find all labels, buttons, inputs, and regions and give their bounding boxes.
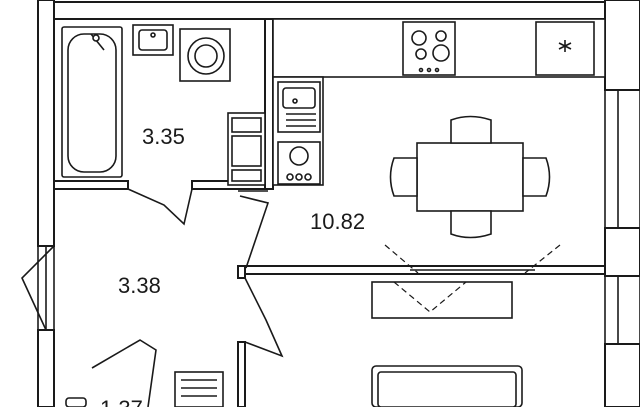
hall-wall-lower <box>237 341 246 407</box>
hallway-area-label: 3.38 <box>118 273 161 298</box>
hall-door <box>244 277 284 358</box>
window-left <box>37 246 55 330</box>
bathroom-cabinet <box>227 112 266 186</box>
bathroom-wall-bottom-left <box>53 180 129 190</box>
kitchen-area-label: 10.82 <box>310 209 365 234</box>
chair-bottom <box>450 210 492 239</box>
stove <box>402 21 456 76</box>
tv-unit <box>384 244 561 274</box>
hall-wardrobe <box>371 281 513 319</box>
kitchen-door <box>238 190 270 269</box>
washing-machine <box>179 28 231 82</box>
left-wall-upper <box>37 0 55 247</box>
right-wall-upper <box>604 0 640 91</box>
right-wall-lower <box>604 343 640 407</box>
storage-fixture <box>65 397 87 407</box>
right-wall-middle <box>604 227 640 277</box>
storage-shelves <box>174 371 224 407</box>
chair-left <box>389 157 418 197</box>
windows <box>37 90 640 344</box>
chairs <box>389 115 551 239</box>
left-wall-lower <box>37 329 55 407</box>
storage-area-label: 1.37 <box>100 396 143 407</box>
sink <box>132 24 174 56</box>
kitchen-door-jamb <box>237 265 246 279</box>
bathtub <box>61 26 123 178</box>
dining-table <box>416 142 524 212</box>
bed-or-cabinet <box>371 365 523 407</box>
kitchen-sink <box>277 81 321 133</box>
doors <box>21 188 284 407</box>
bathroom-area-label: 3.35 <box>142 124 185 149</box>
top-wall <box>39 1 609 20</box>
bathroom-door <box>127 188 193 226</box>
cooktop <box>277 141 321 185</box>
window-right-lower <box>604 276 640 344</box>
window-right-upper <box>604 90 640 228</box>
bathroom-wall-right <box>264 18 274 190</box>
chair-top <box>450 115 492 144</box>
outer-walls <box>37 0 640 407</box>
window-door-left <box>21 245 55 331</box>
storage-door <box>91 339 157 407</box>
refrigerator <box>535 21 595 76</box>
chair-right <box>522 157 551 197</box>
